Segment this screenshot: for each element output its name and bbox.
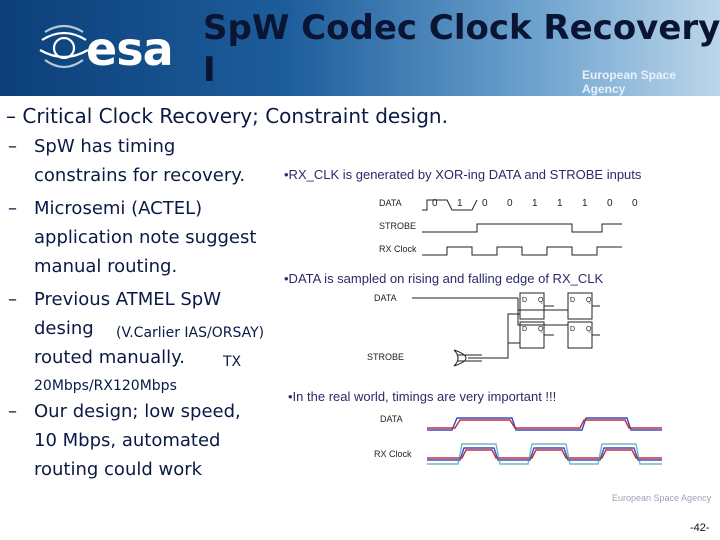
bullet-dash: – [8,198,17,219]
ff-pin-label: Q [538,297,544,304]
real-world-traces [427,417,662,465]
ff-pin-label: D [522,297,527,304]
logic-label-data: DATA [374,293,397,303]
esa-logo-text: esa [86,22,174,76]
bullet-line: constrains for recovery. [34,165,246,186]
bullet-line: desing [34,318,94,339]
bullet-line: Previous ATMEL SpW [34,289,222,310]
bullet-line: routed manually. [34,347,185,368]
slide-title: SpW Codec Clock Recovery [203,8,720,48]
signal-label-rxclock: RX Clock [379,244,417,254]
timing-diagram-figure: •RX_CLK is generated by XOR-ing DATA and… [284,167,662,465]
ff-pin-label: Q [538,326,544,333]
data-bit: 1 [457,198,463,209]
trace-label-data: DATA [380,414,403,424]
bullet-dash: – [8,401,17,422]
waveform-rxclock [422,246,622,256]
ff-pin-label: D [570,297,575,304]
header-banner: esa SpW Codec Clock Recovery I European … [0,0,720,96]
data-bit: 0 [507,198,513,209]
bullet-line: SpW has timing [34,136,176,157]
agency-name: European Space Agency [582,68,677,96]
note-timings: •In the real world, timings are very imp… [288,389,556,404]
footer-agency: European Space Agency [612,493,712,503]
bullet-line: Microsemi (ACTEL) [34,198,203,219]
slide-title-line2: I [203,50,216,90]
esa-logo-orbit-icon [39,24,89,69]
page-number: -42- [690,522,710,534]
data-bit: 0 [482,198,488,209]
waveform-data [422,199,478,211]
ff-pin-label: D [570,326,575,333]
flip-flop-schematic [412,292,600,367]
ff-pin-label: D [522,326,527,333]
signal-label-strobe: STROBE [379,221,416,231]
bullet-line: routing could work [34,459,203,480]
main-bullet: – Critical Clock Recovery; Constraint de… [6,104,448,128]
bullet-line-small: TX [223,354,242,370]
signal-label-data: DATA [379,198,402,208]
note-xor: •RX_CLK is generated by XOR-ing DATA and… [284,167,642,182]
trace-label-rxclock: RX Clock [374,449,412,459]
bullet-line: Our design; low speed, [34,401,241,422]
ff-pin-label: Q [586,326,592,333]
bullet-dash: – [8,136,17,157]
bullet-line: application note suggest [34,227,257,248]
bullet-line-small: (V.Carlier IAS/ORSAY) [116,325,265,341]
data-bit: 0 [607,198,613,209]
data-bit: 0 [632,198,638,209]
data-bit: 1 [582,198,588,209]
bullet-line: manual routing. [34,256,178,277]
data-bit: 0 [432,198,438,209]
ff-pin-label: Q [586,297,592,304]
esa-logo [39,24,89,69]
logic-label-strobe: STROBE [367,352,404,362]
data-bit: 1 [532,198,538,209]
bullet-dash: – [8,289,17,310]
waveform-strobe [422,223,622,233]
bullet-line-small: 20Mbps/RX120Mbps [34,378,177,394]
data-bit: 1 [557,198,563,209]
note-sampling: •DATA is sampled on rising and falling e… [284,271,603,286]
bullet-line: 10 Mbps, automated [34,430,221,451]
